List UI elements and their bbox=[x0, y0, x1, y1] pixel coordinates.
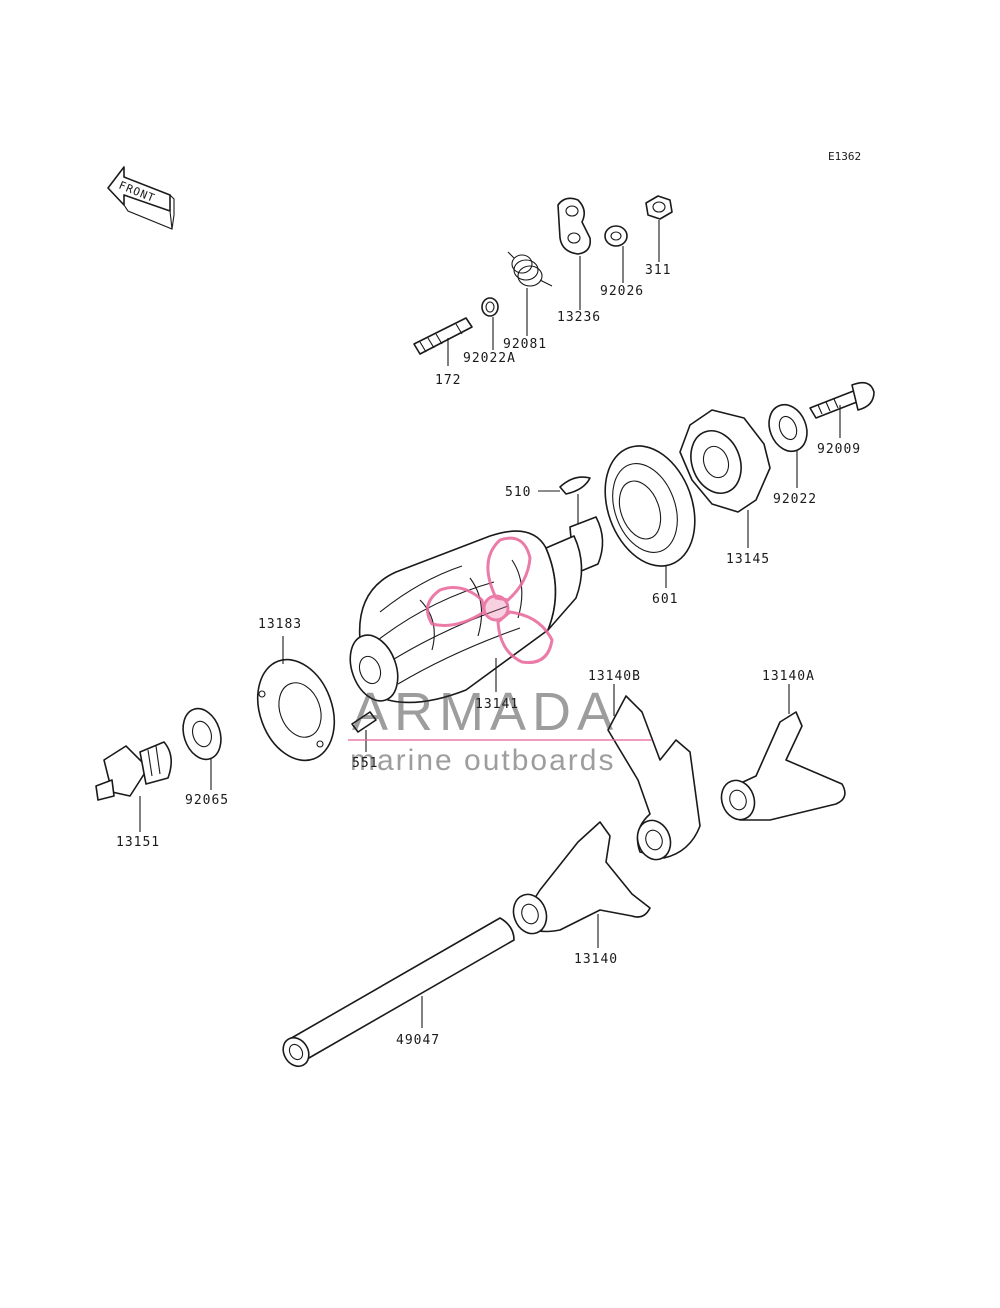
switch-13151[interactable]: 13151 bbox=[95, 741, 172, 850]
shift-drum-13141[interactable]: 13141 bbox=[342, 516, 604, 712]
label-601: 601 bbox=[652, 592, 678, 607]
label-92065: 92065 bbox=[185, 793, 229, 808]
label-13236: 13236 bbox=[557, 310, 601, 325]
nut-311[interactable]: 311 bbox=[645, 195, 673, 278]
label-92081: 92081 bbox=[503, 337, 547, 352]
label-92026: 92026 bbox=[600, 284, 644, 299]
shaft-49047[interactable]: 49047 bbox=[278, 917, 515, 1071]
watermark-tagline: marine outboards bbox=[350, 744, 615, 777]
washer-92065[interactable]: 92065 bbox=[177, 704, 229, 808]
watermark-brand: ARMADA bbox=[352, 682, 619, 742]
label-13140B: 13140B bbox=[588, 669, 641, 684]
front-arrow-icon: FRONT bbox=[107, 166, 175, 230]
label-92022A: 92022A bbox=[463, 351, 516, 366]
label-510: 510 bbox=[505, 485, 531, 500]
spring-92081[interactable]: 92081 bbox=[503, 251, 553, 352]
pin-551[interactable]: 551 bbox=[351, 711, 378, 771]
label-49047: 49047 bbox=[396, 1033, 440, 1048]
label-172: 172 bbox=[435, 373, 461, 388]
propeller-logo-icon bbox=[426, 536, 554, 665]
pin-holder-13145[interactable]: 13145 bbox=[679, 409, 771, 567]
washer-92022[interactable]: 92022 bbox=[762, 399, 817, 507]
label-92022: 92022 bbox=[773, 492, 817, 507]
fork-13140B[interactable]: 13140B bbox=[588, 669, 701, 864]
diagram-code: E1362 bbox=[828, 150, 861, 163]
screw-92009[interactable]: 92009 bbox=[809, 381, 875, 457]
washer-92022A[interactable]: 92022A bbox=[463, 297, 516, 366]
plate-13183[interactable]: 13183 bbox=[244, 617, 347, 771]
lever-13236[interactable]: 13236 bbox=[557, 197, 601, 325]
label-13145: 13145 bbox=[726, 552, 770, 567]
label-13141: 13141 bbox=[475, 697, 519, 712]
bearing-601[interactable]: 601 bbox=[589, 433, 710, 607]
label-92009: 92009 bbox=[817, 442, 861, 457]
label-13140A: 13140A bbox=[762, 669, 815, 684]
collar-92026[interactable]: 92026 bbox=[600, 225, 644, 299]
key-510[interactable]: 510 bbox=[505, 476, 591, 530]
label-551: 551 bbox=[352, 756, 378, 771]
fork-13140[interactable]: 13140 bbox=[508, 821, 651, 967]
armada-watermark: ARMADA marine outboards bbox=[348, 536, 652, 777]
stud-172[interactable]: 172 bbox=[413, 317, 473, 388]
label-13183: 13183 bbox=[258, 617, 302, 632]
label-13140: 13140 bbox=[574, 952, 618, 967]
label-13151: 13151 bbox=[116, 835, 160, 850]
fork-13140A[interactable]: 13140A bbox=[716, 669, 846, 824]
label-311: 311 bbox=[645, 263, 671, 278]
